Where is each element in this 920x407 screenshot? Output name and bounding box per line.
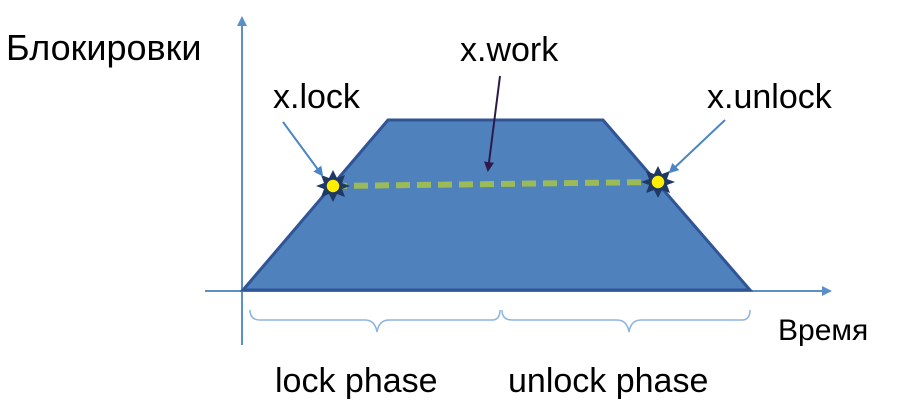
unlock-label: x.unlock (707, 78, 832, 116)
lock-label: x.lock (273, 78, 360, 116)
work-dashed-line (332, 179, 659, 189)
work-callout-arrow (484, 75, 501, 172)
lock-callout-arrow (282, 121, 324, 177)
lock-count-trapezoid (239, 118, 754, 292)
unlock-callout-arrow (668, 119, 726, 174)
lock-phase-bracket (249, 309, 501, 333)
unlock-point (641, 166, 675, 198)
unlock-phase-label: unlock phase (508, 362, 709, 400)
lock-point (316, 170, 350, 202)
x-axis-label: Время (778, 314, 869, 347)
unlock-phase-bracket (501, 309, 751, 333)
y-axis-label: Блокировки (6, 27, 202, 68)
lock-phase-label: lock phase (275, 362, 438, 400)
work-label: x.work (460, 31, 559, 69)
